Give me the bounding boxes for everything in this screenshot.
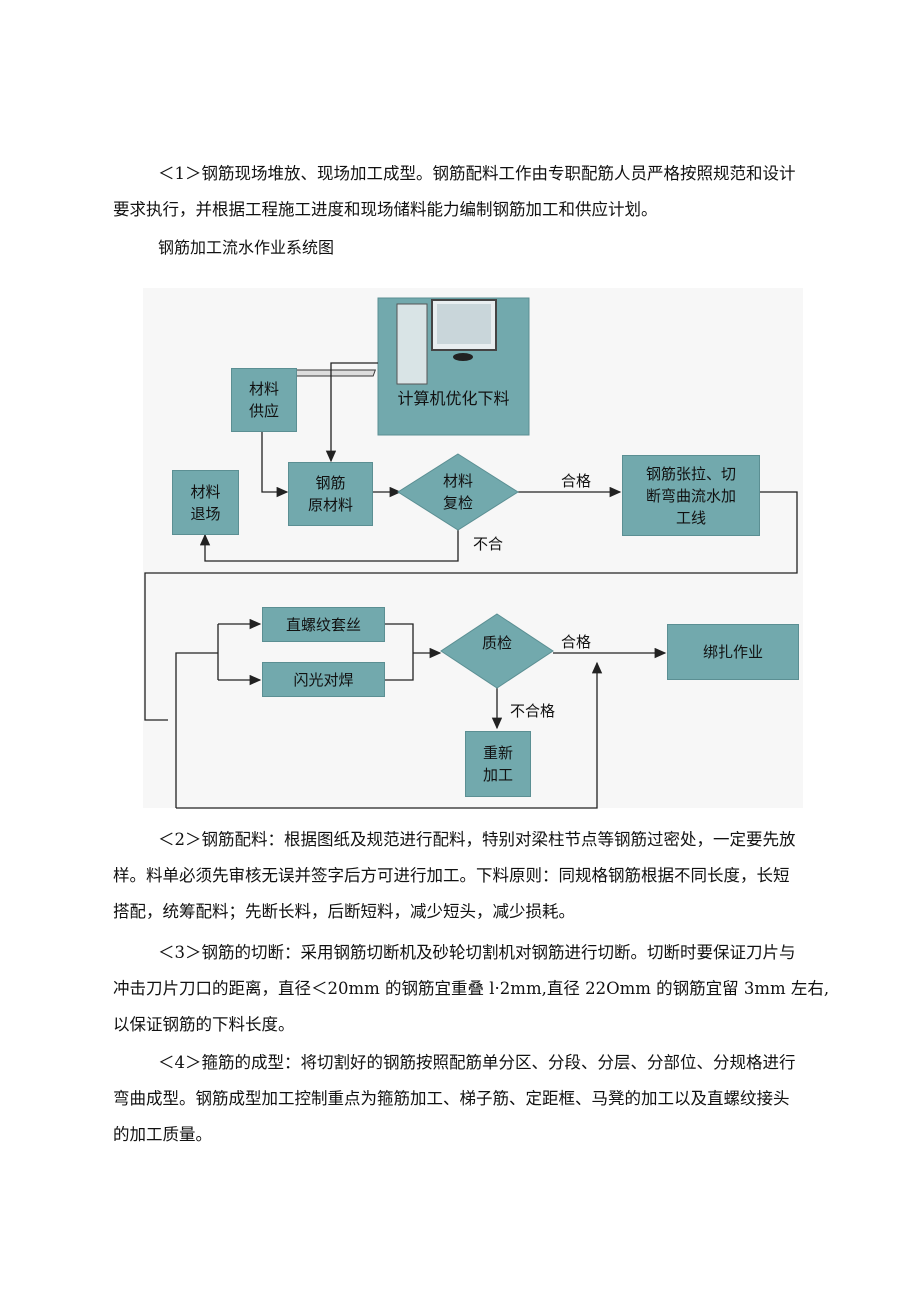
raw-material-box: 钢筋 原材料 xyxy=(288,462,373,526)
material-return-box: 材料 退场 xyxy=(172,470,239,535)
paragraph-2-line-1: ＜2＞钢筋配料：根据图纸及规范进行配料，特别对梁柱节点等钢筋过密处，一定要先放 xyxy=(158,830,796,849)
flash-weld-box: 闪光对焊 xyxy=(262,662,385,697)
paragraph-1: ＜1＞钢筋现场堆放、现场加工成型。钢筋配料工作由专职配筋人员严格按照规范和设计 … xyxy=(113,156,825,228)
paragraph-4: ＜4＞箍筋的成型：将切割好的钢筋按照配筋单分区、分段、分层、分部位、分规格进行 … xyxy=(113,1045,825,1153)
paragraph-4-line-3: 的加工质量。 xyxy=(113,1125,212,1144)
material-return-line-1: 材料 xyxy=(190,482,221,501)
recheck-line-2: 复检 xyxy=(442,494,473,512)
paragraph-2-line-2: 样。料单必须先审核无误并签字后方可进行加工。下料原则：同规格钢筋根据不同长度，长… xyxy=(113,866,790,885)
processing-line-box: 钢筋张拉、切 断弯曲流水加 工线 xyxy=(622,455,760,536)
qc-diamond xyxy=(440,613,554,689)
rework-box: 重新 加工 xyxy=(465,731,531,797)
rework-line-1: 重新 xyxy=(482,744,513,762)
paragraph-2: ＜2＞钢筋配料：根据图纸及规范进行配料，特别对梁柱节点等钢筋过密处，一定要先放 … xyxy=(113,822,825,930)
fail-label-1: 不合 xyxy=(473,535,504,553)
figure-caption: 钢筋加工流水作业系统图 xyxy=(158,238,335,257)
paragraph-1-line-2: 要求执行，并根据工程施工进度和现场储料能力编制钢筋加工和供应计划。 xyxy=(113,200,658,219)
rework-line-2: 加工 xyxy=(482,766,513,784)
flash-weld-label: 闪光对焊 xyxy=(293,670,354,689)
paragraph-3: ＜3＞钢筋的切断：采用钢筋切断机及砂轮切割机对钢筋进行切断。切断时要保证刀片与 … xyxy=(113,935,830,1043)
pass-label-1: 合格 xyxy=(561,472,592,490)
recheck-line-1: 材料 xyxy=(442,472,473,490)
thread-box: 直螺纹套丝 xyxy=(262,607,385,642)
paragraph-4-line-1: ＜4＞箍筋的成型：将切割好的钢筋按照配筋单分区、分段、分层、分部位、分规格进行 xyxy=(158,1053,796,1072)
computer-label: 计算机优化下料 xyxy=(397,389,510,408)
recheck-label: 材料 复检 xyxy=(418,470,498,514)
processing-line-2: 断弯曲流水加 xyxy=(645,486,736,505)
pass-label-2: 合格 xyxy=(561,633,592,651)
paragraph-3-line-1: ＜3＞钢筋的切断：采用钢筋切断机及砂轮切割机对钢筋进行切断。切断时要保证刀片与 xyxy=(158,943,796,962)
paragraph-4-line-2: 弯曲成型。钢筋成型加工控制重点为箍筋加工、梯子筋、定距框、马凳的加工以及直螺纹接… xyxy=(113,1089,790,1108)
raw-material-line-1: 钢筋 xyxy=(315,474,346,492)
paragraph-3-line-2: 冲击刀片刀口的距离，直径＜20mm 的钢筋宜重叠 l·2mm,直径 22Omm … xyxy=(113,979,830,998)
connector-lines xyxy=(144,362,798,809)
thread-label: 直螺纹套丝 xyxy=(285,615,361,634)
qc-label: 质检 xyxy=(481,634,512,652)
paragraph-1-line-1: ＜1＞钢筋现场堆放、现场加工成型。钢筋配料工作由专职配筋人员严格按照规范和设计 xyxy=(158,164,796,183)
paragraph-2-line-3: 搭配，统筹配料；先断长料，后断短料，减少短头，减少损耗。 xyxy=(113,902,575,921)
material-supply-box: 材料 供应 xyxy=(231,368,297,432)
binding-label: 绑扎作业 xyxy=(702,643,763,661)
material-return-line-2: 退场 xyxy=(190,504,221,523)
fail-label-2: 不合格 xyxy=(510,702,556,720)
recheck-diamond xyxy=(397,453,519,531)
processing-line-1: 钢筋张拉、切 xyxy=(645,464,736,483)
paragraph-3-line-3: 以保证钢筋的下料长度。 xyxy=(113,1015,295,1034)
processing-line-3: 工线 xyxy=(675,508,706,527)
computer-icon xyxy=(280,297,530,436)
binding-box: 绑扎作业 xyxy=(667,624,799,680)
raw-material-line-2: 原材料 xyxy=(307,496,353,514)
material-supply-line-1: 材料 xyxy=(248,380,279,398)
material-supply-line-2: 供应 xyxy=(248,402,279,420)
